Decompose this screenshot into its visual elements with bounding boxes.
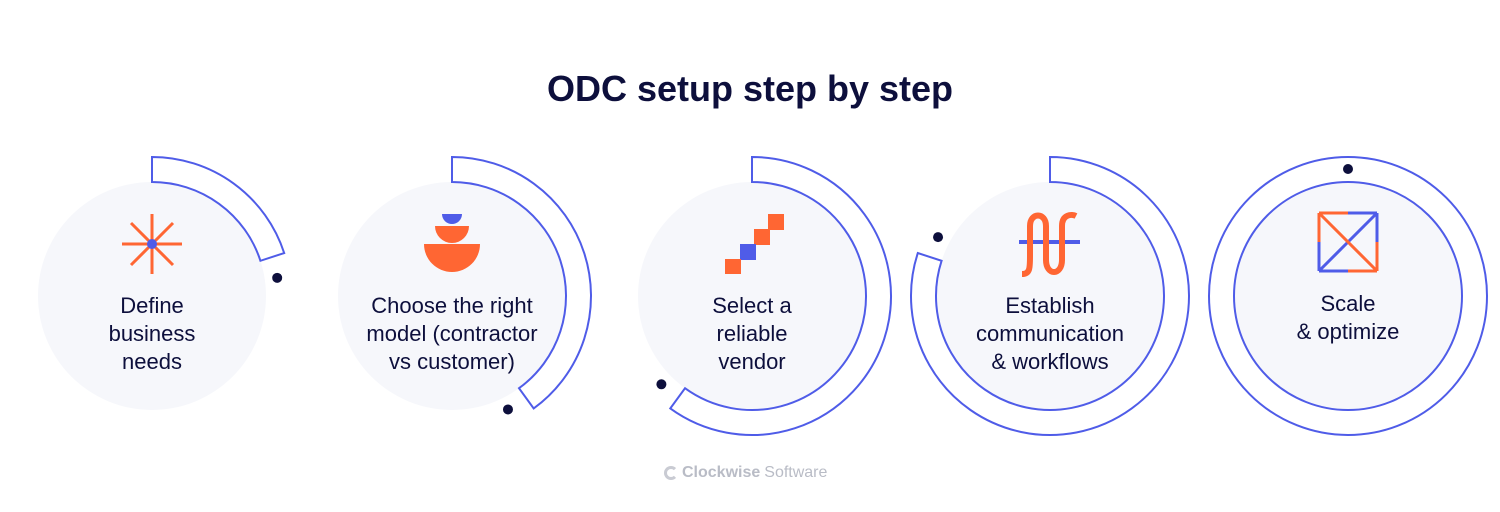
step-circle-background <box>638 182 866 410</box>
progress-end-dot <box>1343 164 1353 174</box>
progress-ring-inner <box>1233 181 1463 411</box>
step-3-label: Select a reliable vendor <box>642 292 862 376</box>
progress-arc <box>451 155 592 410</box>
step-label-line: vs customer) <box>389 349 515 374</box>
step-label-line: vendor <box>718 349 786 374</box>
step-2-label: Choose the right model (contractor vs cu… <box>342 292 562 376</box>
step-label-line: model (contractor <box>366 321 538 346</box>
step-label-line: communication <box>976 321 1124 346</box>
brand-name-light: Software <box>764 464 828 481</box>
asterisk-icon <box>122 214 182 274</box>
progress-ring-outer <box>1208 156 1488 436</box>
progress-arc <box>668 155 892 436</box>
progress-end-dot <box>272 272 283 283</box>
step-label-line: reliable <box>716 321 788 346</box>
step-circle-background <box>936 182 1164 410</box>
step-circle-background <box>338 182 566 410</box>
step-circle-background <box>1234 182 1462 410</box>
step-circle-background <box>38 182 266 410</box>
progress-arc <box>151 155 286 263</box>
progress-end-dot <box>656 379 667 390</box>
progress-end-dot <box>502 404 513 415</box>
step-label-line: Define <box>120 293 184 318</box>
step-label-line: business <box>108 321 196 346</box>
step-1-label: Define business needs <box>42 292 262 376</box>
step-label-line: Choose the right <box>371 293 533 318</box>
page-title: ODC setup step by step <box>546 68 954 109</box>
crossed-square-icon <box>1317 211 1379 273</box>
step-label-line: Select a <box>712 293 792 318</box>
progress-end-dot <box>933 232 944 243</box>
progress-arc <box>910 155 1190 436</box>
brand-logo: Clockwise Software <box>664 464 827 482</box>
step-5-label: Scale & optimize <box>1238 290 1458 346</box>
step-label-line: Establish <box>1005 293 1095 318</box>
stacked-bowls-icon <box>424 214 480 272</box>
stair-squares-icon <box>725 214 784 274</box>
step-label-line: & optimize <box>1296 319 1400 344</box>
step-4-label: Establish communication & workflows <box>940 292 1160 376</box>
brand-name-bold: Clockwise <box>682 464 761 481</box>
step-label-line: & workflows <box>991 349 1109 374</box>
step-label-line: Scale <box>1320 291 1376 316</box>
wave-line-icon <box>1019 212 1080 277</box>
step-label-line: needs <box>122 349 182 374</box>
clockwise-logo-icon <box>664 466 678 480</box>
